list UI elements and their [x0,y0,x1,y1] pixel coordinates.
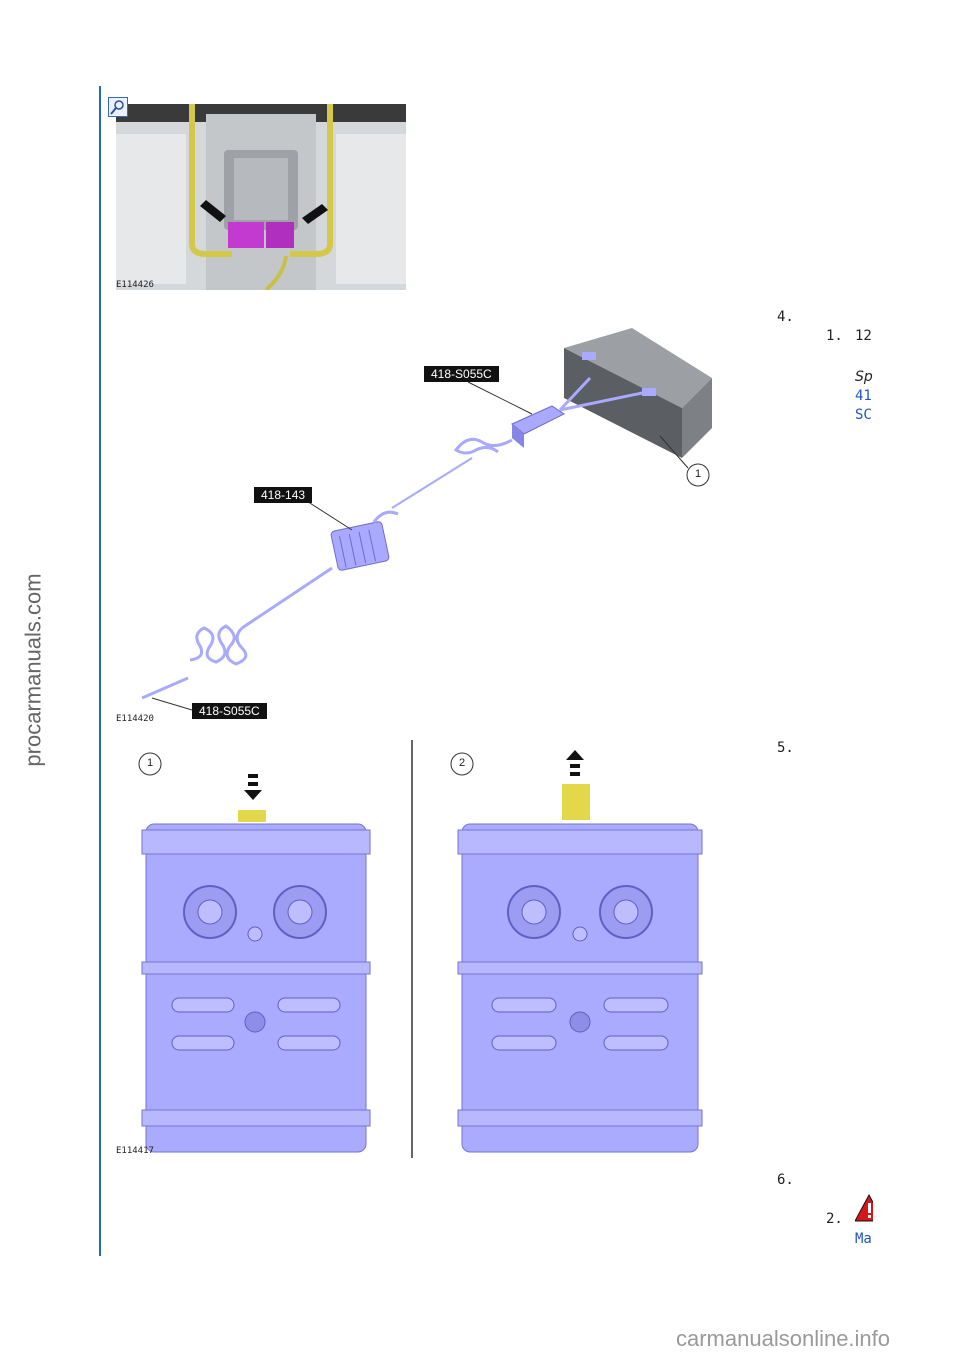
side-watermark-text: procarmanuals.com [21,573,46,767]
warning-icon [855,1194,873,1222]
left-margin-rule [99,86,101,1256]
figure-3-code: E114417 [116,1146,154,1156]
tool-panels-illustration [138,740,703,1158]
step-4-number: 4. [777,309,794,325]
figure-1-code: E114426 [116,280,154,290]
step-6-sub-2-number: 2. [826,1211,843,1227]
panel-callout-2: 2 [458,757,466,769]
figure-2-code: E114420 [116,714,154,724]
battery-callout-1: 1 [694,468,702,480]
connector-illustration [116,104,406,290]
step-5-number: 5. [777,740,794,756]
figure-battery-tool: 1 [112,318,720,730]
tool-label-418-S055C-top: 418-S055C [424,366,499,382]
warning-triangle-icon [855,1194,873,1222]
side-watermark: procarmanuals.com [14,560,54,780]
step-4-special-tool-label: Sp [855,369,873,385]
step-6-number: 6. [777,1172,794,1188]
figure-connector-location [116,104,406,290]
zoom-icon[interactable] [108,97,128,117]
step-4-link-tool-1[interactable]: 41 [855,388,872,404]
magnifier-icon [110,100,124,115]
figure-tool-panels: 1 2 [112,740,712,1160]
step-6-link[interactable]: Ma [855,1231,872,1247]
step-4-sub-1-number: 1. [826,328,843,344]
tool-label-418-143: 418-143 [254,487,313,503]
step-4-sub-1-text: 12 [855,328,872,344]
tool-label-418-S055C-bottom: 418-S055C [192,703,267,719]
step-4-link-tool-2[interactable]: SC [855,407,872,423]
footer-watermark: carmanualsonline.info [676,1326,891,1351]
panel-callout-1: 1 [146,757,154,769]
battery-tool-illustration [141,328,712,711]
